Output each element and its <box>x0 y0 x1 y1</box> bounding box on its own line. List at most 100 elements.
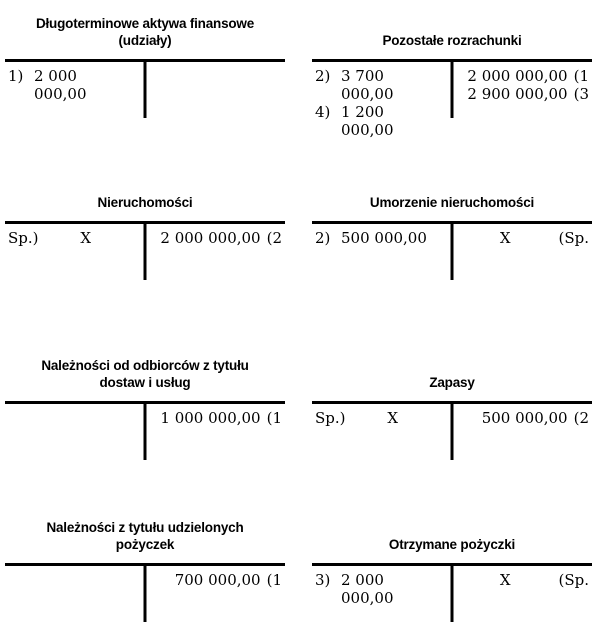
credit-side: 700 000,00 (1 <box>145 571 285 589</box>
credit-entry: X (Sp. <box>458 571 589 589</box>
entry-amount: 3 700 000,00 <box>341 67 394 103</box>
t-account-dlugoterminowe-aktywa-finansowe: Długoterminowe aktywa finansowe (udziały… <box>5 6 285 118</box>
t-account-horizontal-line: 1 000 000,00 (1 <box>5 401 285 460</box>
entry-amount: X <box>499 229 511 247</box>
credit-side <box>145 67 285 103</box>
account-title: Otrzymane pożyczki <box>312 510 592 563</box>
entry-amount: 1 200 000,00 <box>341 103 394 139</box>
credit-entry: 2 900 000,00 (3 <box>458 85 589 103</box>
credit-side: X (Sp. <box>452 571 592 607</box>
entry-ref: (2 <box>573 409 589 427</box>
credit-entry: 1 000 000,00 (1 <box>151 409 282 427</box>
t-account-umorzenie-nieruchomosci: Umorzenie nieruchomości 2) 500 000,00 X … <box>312 168 592 280</box>
entry-ref: 4) <box>315 103 331 121</box>
t-account-horizontal-line: Sp.) X 500 000,00 (2 <box>312 401 592 460</box>
entry-amount: 700 000,00 <box>174 571 261 589</box>
credit-entry: 500 000,00 (2 <box>458 409 589 427</box>
credit-side: 500 000,00 (2 <box>452 409 592 427</box>
entry-ref: (Sp. <box>558 229 590 247</box>
credit-side: 2 000 000,00 (2 <box>145 229 285 247</box>
credit-entry: 2 000 000,00 (1 <box>458 67 589 85</box>
t-account-naleznosci-od-odbiorcow: Należności od odbiorców z tytułu dostaw … <box>5 348 285 460</box>
t-account-horizontal-line: Sp.) X 2 000 000,00 (2 <box>5 221 285 280</box>
account-title-line: Umorzenie nieruchomości <box>369 195 535 210</box>
debit-side: Sp.) X <box>5 229 145 247</box>
account-title-line: Długoterminowe aktywa finansowe <box>35 16 255 31</box>
account-title: Należności z tytułu udzielonych pożyczek <box>5 510 285 563</box>
entry-ref: 1) <box>8 67 24 85</box>
entry-ref: (Sp. <box>558 571 590 589</box>
credit-entry: 700 000,00 (1 <box>151 571 282 589</box>
account-title-line: Zapasy <box>429 375 475 390</box>
debit-side <box>5 409 145 427</box>
t-account-horizontal-line: 700 000,00 (1 <box>5 563 285 622</box>
account-title-line: Należności z tytułu udzielonych <box>46 520 244 535</box>
t-account-horizontal-line: 3) 2 000 000,00 X (Sp. <box>312 563 592 622</box>
entry-amount: 500 000,00 <box>341 229 427 247</box>
account-title-line: Nieruchomości <box>97 195 193 210</box>
entry-amount: 2 000 000,00 <box>467 67 568 85</box>
t-account-naleznosci-z-tytulu-pozyczek: Należności z tytułu udzielonych pożyczek… <box>5 510 285 622</box>
account-title-line: dostaw i usług <box>99 375 191 390</box>
t-account-horizontal-line: 1) 2 000 000,00 <box>5 59 285 118</box>
debit-side: 3) 2 000 000,00 <box>312 571 452 607</box>
account-title: Długoterminowe aktywa finansowe (udziały… <box>5 6 285 59</box>
account-title-line: (udziały) <box>118 33 172 48</box>
entry-amount: 2 900 000,00 <box>467 85 568 103</box>
debit-side: 2) 3 700 000,00 4) 1 200 000,00 <box>312 67 452 139</box>
entry-amount: 2 000 000,00 <box>341 571 394 607</box>
entry-ref: Sp.) <box>315 409 346 427</box>
account-title: Pozostałe rozrachunki <box>312 6 592 59</box>
debit-entry: 4) 1 200 000,00 <box>315 103 440 139</box>
t-account-vertical-line <box>143 224 147 280</box>
entry-amount: X <box>387 409 399 427</box>
credit-side: 2 000 000,00 (1 2 900 000,00 (3 <box>452 67 592 139</box>
t-account-vertical-line <box>143 566 147 622</box>
credit-side: X (Sp. <box>452 229 592 247</box>
entry-amount: X <box>80 229 92 247</box>
entry-ref: (1 <box>266 571 282 589</box>
debit-entry: Sp.) X <box>8 229 133 247</box>
t-account-vertical-line <box>450 404 454 460</box>
debit-side: 2) 500 000,00 <box>312 229 452 247</box>
account-title: Zapasy <box>312 348 592 401</box>
t-account-vertical-line <box>450 566 454 622</box>
credit-side: 1 000 000,00 (1 <box>145 409 285 427</box>
t-account-vertical-line <box>450 62 454 118</box>
t-account-nieruchomosci: Nieruchomości Sp.) X 2 000 000,00 (2 <box>5 168 285 280</box>
account-title-line: Otrzymane pożyczki <box>388 537 516 552</box>
t-account-vertical-line <box>143 62 147 118</box>
t-account-vertical-line <box>143 404 147 460</box>
account-title-line: Pozostałe rozrachunki <box>382 33 522 48</box>
entry-amount: 2 000 000,00 <box>160 229 261 247</box>
debit-entry: Sp.) X <box>315 409 440 427</box>
account-title: Umorzenie nieruchomości <box>312 168 592 221</box>
credit-entry: X (Sp. <box>458 229 589 247</box>
account-title: Nieruchomości <box>5 168 285 221</box>
entry-amount: 2 000 000,00 <box>34 67 87 103</box>
debit-side <box>5 571 145 589</box>
account-title-line: pożyczek <box>115 537 175 552</box>
debit-entry: 2) 500 000,00 <box>315 229 440 247</box>
t-account-horizontal-line: 2) 500 000,00 X (Sp. <box>312 221 592 280</box>
debit-side: 1) 2 000 000,00 <box>5 67 145 103</box>
entry-ref: (2 <box>266 229 282 247</box>
debit-entry: 3) 2 000 000,00 <box>315 571 440 607</box>
debit-entry: 2) 3 700 000,00 <box>315 67 440 103</box>
debit-side: Sp.) X <box>312 409 452 427</box>
entry-amount: X <box>499 571 511 589</box>
debit-entry: 1) 2 000 000,00 <box>8 67 133 103</box>
entry-ref: 2) <box>315 67 331 85</box>
account-title: Należności od odbiorców z tytułu dostaw … <box>5 348 285 401</box>
t-account-vertical-line <box>450 224 454 280</box>
entry-amount: 1 000 000,00 <box>160 409 261 427</box>
entry-ref: (1 <box>266 409 282 427</box>
entry-ref: (3 <box>573 85 589 103</box>
t-account-pozostale-rozrachunki: Pozostałe rozrachunki 2) 3 700 000,00 4)… <box>312 6 592 139</box>
account-title-line: Należności od odbiorców z tytułu <box>41 358 249 373</box>
entry-amount: 500 000,00 <box>481 409 568 427</box>
t-account-zapasy: Zapasy Sp.) X 500 000,00 (2 <box>312 348 592 460</box>
credit-entry: 2 000 000,00 (2 <box>151 229 282 247</box>
entry-ref: (1 <box>573 67 589 85</box>
t-account-horizontal-line: 2) 3 700 000,00 4) 1 200 000,00 2 000 00… <box>312 59 592 139</box>
